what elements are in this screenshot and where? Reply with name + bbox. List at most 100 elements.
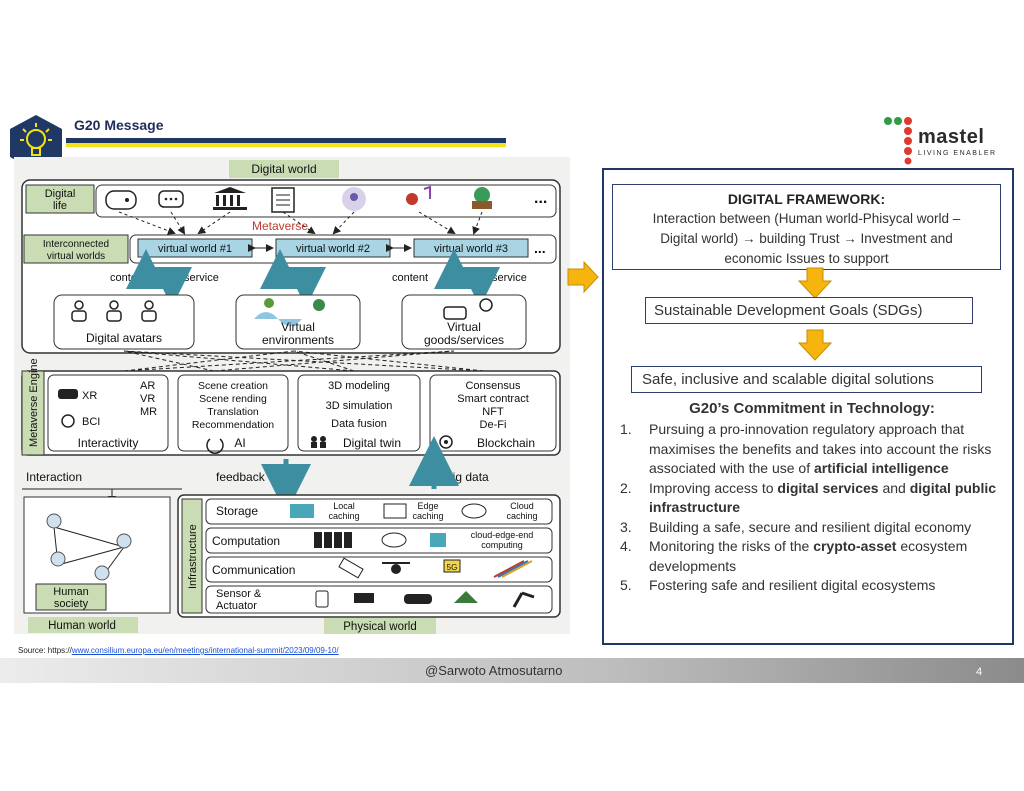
communication-label: Communication [212,563,295,577]
logo-tagline: LIVING ENABLER [918,150,997,157]
source-link[interactable]: www.consilium.europa.eu/en/meetings/inte… [71,646,339,655]
commitment-item: 2.Improving access to digital services a… [620,479,997,516]
digital-life-row [95,184,557,218]
server-rack-icon [314,532,352,548]
blockchain-item-2: Smart contract [457,393,529,405]
avatar-icon [71,300,157,322]
goods-line1: Virtual [447,320,481,334]
page-number: 4 [976,666,983,678]
twin-item-1: 3D modeling [328,380,390,392]
service-label-right: service [492,272,527,284]
drone-icon [382,562,410,574]
commitment-item: 3.Building a safe, secure and resilient … [620,518,972,535]
satellite-icon [338,557,364,579]
5g-label: 5G [447,563,458,572]
bci-label: BCI [82,416,100,428]
right-arrow-icon [567,260,599,294]
commitment-item: 4.Monitoring the risks of the crypto-ass… [620,538,968,574]
farm-icon [472,187,492,209]
slide-title: G20 Message [74,117,164,133]
safe-solutions-box: Safe, inclusive and scalable digital sol… [631,366,982,393]
interaction-label: Interaction [26,470,82,484]
twin-item-2: 3D simulation [326,400,393,412]
physical-world-label: Physical world [343,621,417,633]
camera-icon [354,593,374,603]
blockchain-item-3: NFT [482,406,504,418]
commitment-list: 1.Pursuing a pro-innovation regulatory a… [620,420,1000,596]
goods-box [401,294,527,350]
digital-framework-box: DIGITAL FRAMEWORK: Interaction between (… [612,184,1001,270]
sensor-line2: Actuator [216,600,257,612]
more-worlds-ellipsis: ... [534,240,546,256]
sdg-box: Sustainable Development Goals (SDGs) [645,297,973,324]
source-citation: Source: https://www.consilium.europa.eu/… [18,646,339,655]
twin-label: Digital twin [343,436,401,450]
cloud-edge-line1: cloud-edge-end [471,530,534,540]
footer-author: @Sarwoto Atmosutarno [425,663,563,678]
people-network-icon [46,513,132,581]
physical-world-label-bg [324,618,436,634]
ar-label: AR [140,380,155,392]
metaverse-diagram: Digital world Digital life ... Metaverse… [14,157,570,634]
title-underline-navy [66,138,506,143]
engine-label-bg [21,370,45,456]
ai-item-4: Recommendation [192,419,274,431]
footer-bar [0,658,1024,683]
blockchain-label: Blockchain [477,436,535,450]
digital-world-label: Digital world [251,162,316,176]
down-arrow-icon [797,267,833,299]
ai-item-2: Scene rending [199,393,267,405]
edge-caching-line2: caching [412,511,443,521]
chat-icon [158,190,184,208]
twin-item-3: Data fusion [331,418,387,430]
storage-label: Storage [216,504,258,518]
cloud-network-icon [381,532,407,548]
virtual-world-2: virtual world #2 [296,243,370,255]
ai-item-3: Translation [207,406,259,418]
environments-line2: environments [262,333,334,347]
mr-label: MR [140,406,157,418]
infrastructure-label: Infrastructure [187,524,199,589]
meeting-icon [342,187,366,211]
edge-caching-line1: Edge [417,501,438,511]
digital-life-line2: life [53,200,67,212]
ai-box [177,374,289,452]
local-caching-line2: caching [328,511,359,521]
blockchain-item-4: De-Fi [480,419,507,431]
digital-life-line1: Digital [45,188,76,200]
avatars-label: Digital avatars [86,331,162,345]
ai-item-1: Scene creation [198,380,268,392]
sensor-line1: Sensor & [216,588,262,600]
digital-framework-line3: economic Issues to support [724,251,889,266]
interconnected-line1: Interconnected [43,239,109,250]
ai-icon [206,438,224,454]
robot-arm-icon [512,591,535,608]
twin-people-icon [311,436,326,448]
cloud-edge-line2: computing [481,540,523,550]
big-data-label: big data [446,470,489,484]
digital-framework-line2: Digital world) → building Trust → Invest… [660,231,953,246]
human-world-label: Human world [48,620,116,632]
bank-icon [213,187,247,210]
cloud-caching-line2: caching [506,511,537,521]
virtual-world-1: virtual world #1 [158,243,232,255]
computation-label: Computation [212,534,280,548]
interconnected-line2: virtual worlds [47,251,105,262]
interactivity-label: Interactivity [78,436,139,450]
human-society-line2: society [54,598,89,610]
goods-icon [443,298,493,320]
5g-badge [443,559,461,573]
cloud-caching-line1: Cloud [510,501,534,511]
infrastructure-label-bg [181,498,203,614]
local-caching-line1: Local [333,501,355,511]
landscape-icon [254,298,325,326]
digital-world-label-bg [229,160,339,178]
digital-life-box [25,184,95,214]
environments-line1: Virtual [281,320,315,334]
service-label-left: service [184,272,219,284]
communication-row [205,556,553,583]
gamepad-icon [105,190,137,210]
blockchain-box [429,374,557,452]
digital-framework-title: DIGITAL FRAMEWORK: [727,191,886,207]
logo-wordmark: mastel [918,126,985,148]
